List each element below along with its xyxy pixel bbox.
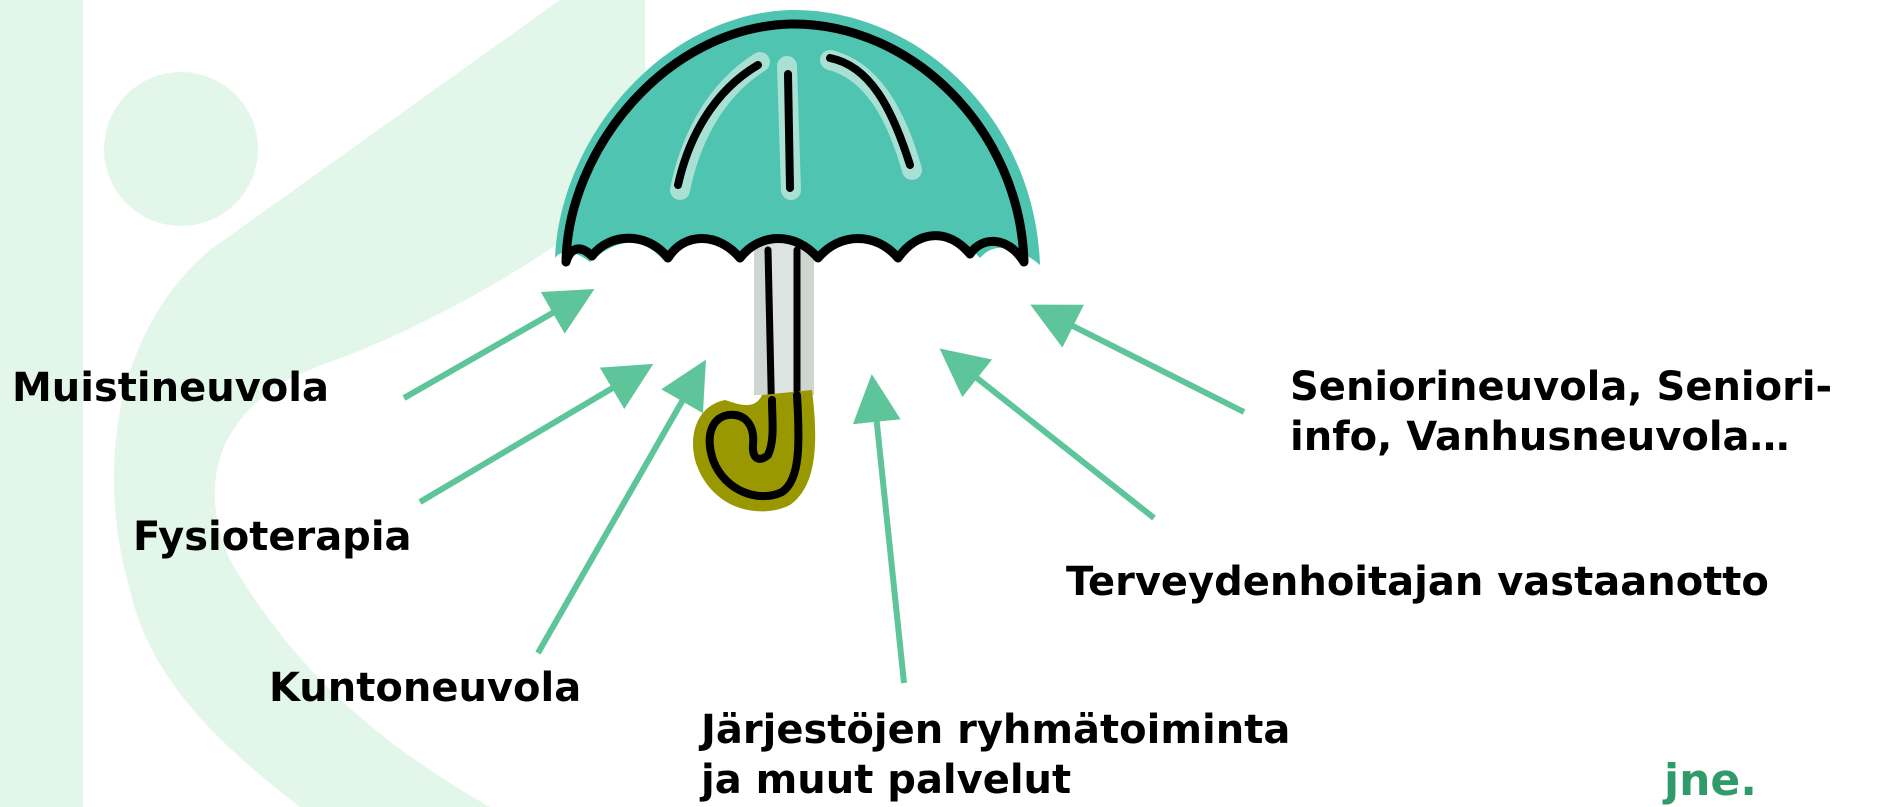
arrow-kuntoneuvola	[538, 370, 700, 653]
label-jarjestot-line1: Järjestöjen ryhmätoiminta	[701, 705, 1290, 755]
label-fysioterapia: Fysioterapia	[133, 512, 412, 562]
label-muistineuvola: Muistineuvola	[12, 363, 329, 413]
arrow-terveydenhoitaja	[949, 356, 1154, 518]
label-jarjestot: Järjestöjen ryhmätoiminta ja muut palvel…	[701, 705, 1290, 805]
label-seniorineuvola: Seniorineuvola, Seniori- info, Vanhusneu…	[1290, 362, 1832, 462]
arrow-senior	[1041, 310, 1244, 412]
label-senior-line2: info, Vanhusneuvola…	[1290, 412, 1832, 462]
label-senior-line1: Seniorineuvola, Seniori-	[1290, 362, 1832, 412]
label-terveydenhoitaja: Terveydenhoitajan vastaanotto	[1066, 557, 1769, 607]
label-jne: jne.	[1664, 756, 1757, 806]
arrow-jarjestot	[873, 386, 904, 683]
arrow-muistineuvola	[404, 295, 584, 398]
label-kuntoneuvola: Kuntoneuvola	[269, 663, 581, 713]
label-jarjestot-line2: ja muut palvelut	[701, 755, 1290, 805]
arrow-fysioterapia	[420, 370, 643, 502]
